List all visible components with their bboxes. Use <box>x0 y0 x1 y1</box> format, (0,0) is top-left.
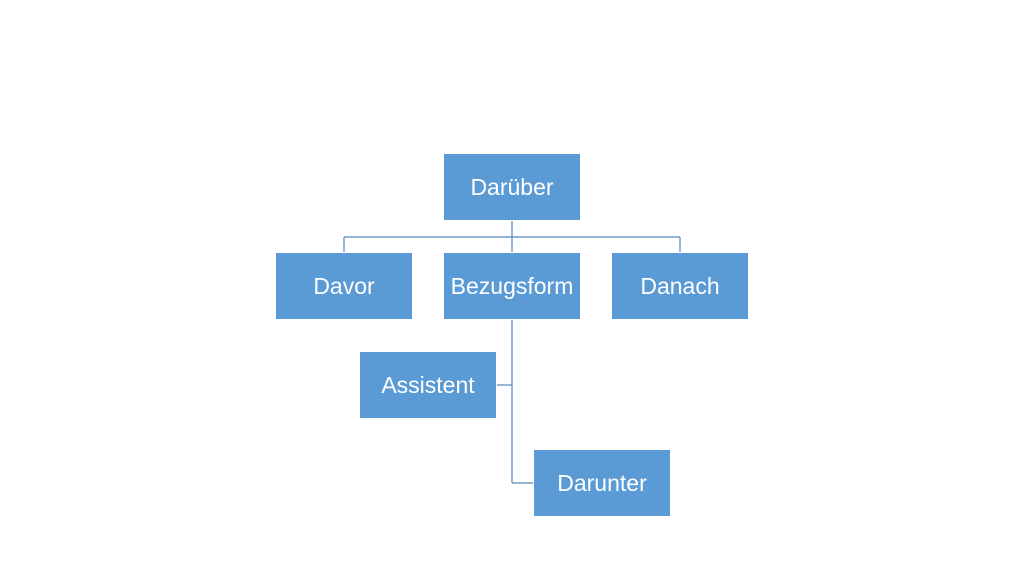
node-below: Darunter <box>533 449 671 517</box>
node-assistant-label: Assistent <box>381 371 475 398</box>
node-right-label: Danach <box>640 272 720 299</box>
node-left: Davor <box>275 252 413 320</box>
node-assistant: Assistent <box>359 351 497 419</box>
node-center-label: Bezugsform <box>450 272 574 299</box>
node-top: Darüber <box>443 153 581 221</box>
node-below-label: Darunter <box>557 469 647 496</box>
node-center: Bezugsform <box>443 252 581 320</box>
node-top-label: Darüber <box>470 173 554 200</box>
node-right: Danach <box>611 252 749 320</box>
node-left-label: Davor <box>313 272 375 299</box>
